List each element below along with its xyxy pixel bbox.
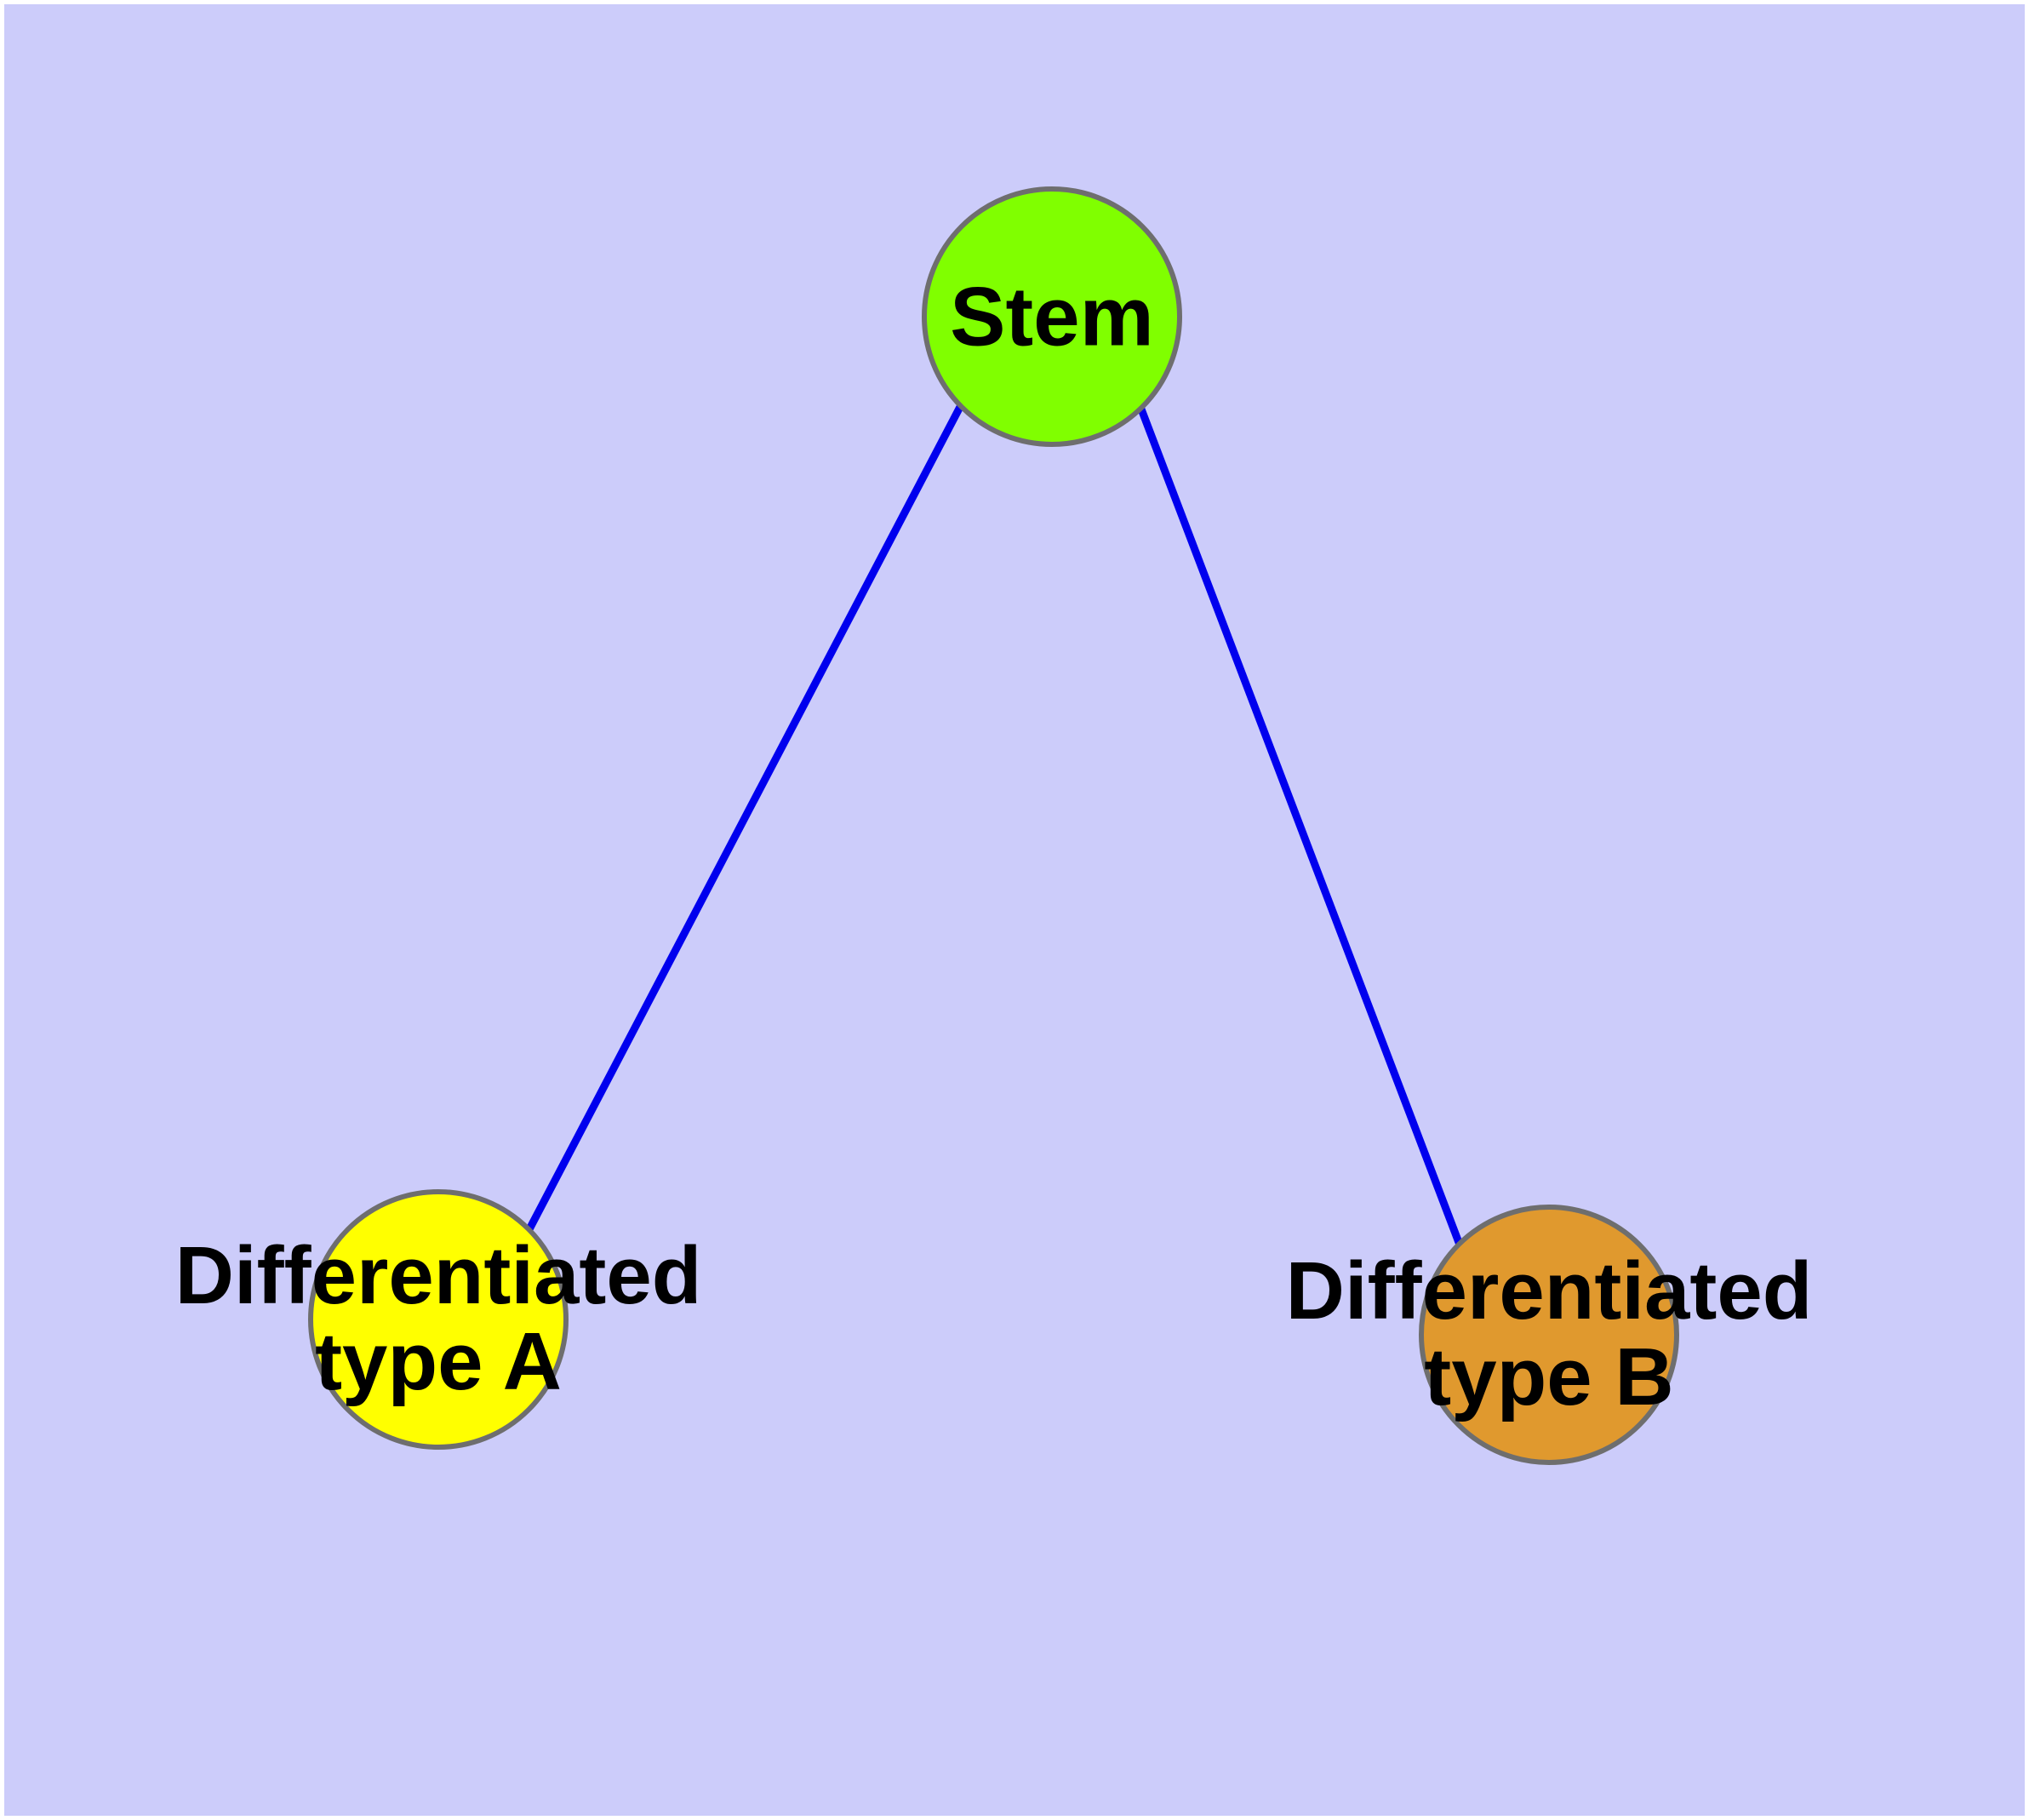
edge-layer bbox=[526, 404, 1466, 1253]
graph-edge[interactable] bbox=[1136, 405, 1466, 1253]
graph-node-diff-a[interactable] bbox=[308, 1189, 569, 1450]
graph-node-diff-b[interactable] bbox=[1419, 1205, 1679, 1465]
graph-edge[interactable] bbox=[526, 404, 963, 1232]
node-layer bbox=[308, 186, 1679, 1465]
graph-node-stem[interactable] bbox=[922, 186, 1182, 447]
